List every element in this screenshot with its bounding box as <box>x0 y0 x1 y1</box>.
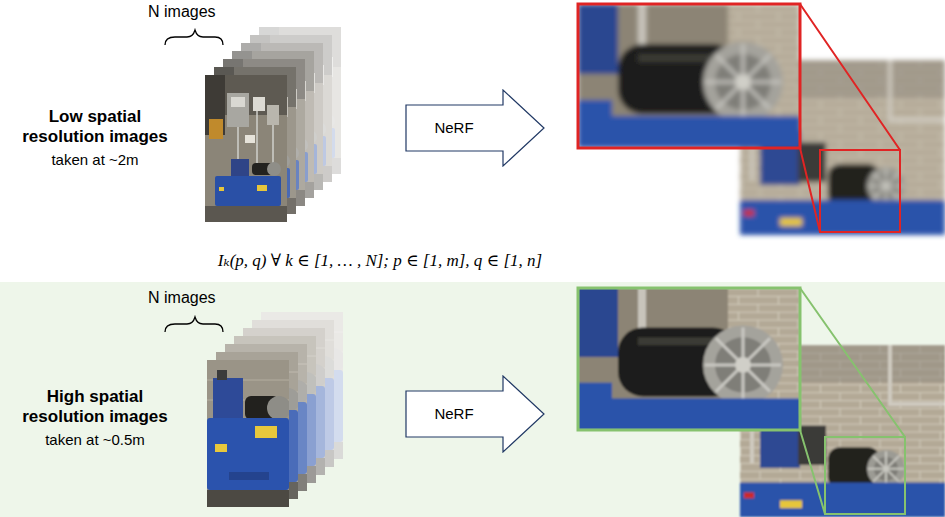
rendered-output <box>578 288 945 517</box>
illustration-part <box>165 317 223 332</box>
block-arrow-outline <box>405 89 545 167</box>
image-stack <box>205 27 341 222</box>
block-arrow-outline <box>405 375 545 453</box>
illustration-part <box>578 4 800 148</box>
rendered-output <box>578 4 945 235</box>
illustration-part <box>578 288 800 430</box>
illustration-part <box>820 150 900 232</box>
row-subheading: taken at ~2m <box>7 151 183 168</box>
illustration-part <box>207 360 291 507</box>
illustration-part <box>578 288 800 430</box>
process-arrow: NeRF <box>405 89 545 167</box>
band-subheading: taken at ~0.5m <box>7 431 183 448</box>
illustration-part <box>205 75 287 222</box>
resolution-band: NeRF High spatial resolution images taken … <box>0 282 945 517</box>
process-label: NeRF <box>405 119 503 136</box>
block-arrow-shape <box>406 90 544 166</box>
illustration-part <box>825 437 905 514</box>
illustration-part <box>578 288 800 430</box>
stack-count-label: N images <box>148 3 248 21</box>
illustration-part <box>800 4 900 232</box>
row-heading: Low spatial resolution images <box>7 107 183 146</box>
illustration-part <box>578 4 800 148</box>
process-arrow: NeRF <box>405 375 545 453</box>
block-arrow-shape <box>406 376 544 452</box>
stack-count-label: N images <box>148 289 248 307</box>
image-stack <box>207 312 345 507</box>
band-ground <box>0 282 945 517</box>
illustration-part <box>578 4 800 148</box>
band-heading: High spatial resolution images <box>7 387 183 426</box>
illustration-part <box>165 30 223 45</box>
formula: Iₖ(p, q) ∀ k ∈ [1, … , N]; p ∈ [1, m], q… <box>90 251 670 271</box>
illustration-part <box>800 288 905 514</box>
process-label: NeRF <box>405 405 503 422</box>
